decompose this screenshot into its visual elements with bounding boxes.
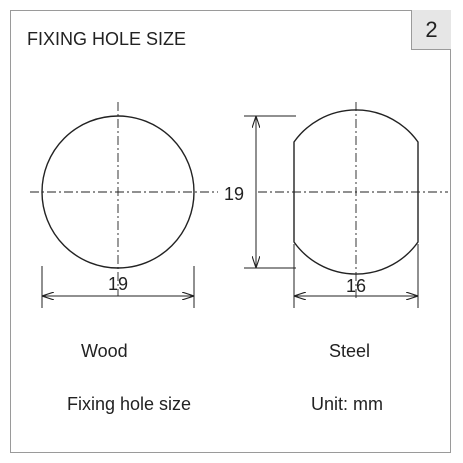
steel-width-dimension-label: 16 — [346, 276, 366, 296]
wood-hole: 19 — [30, 102, 218, 308]
steel-hole: 19 16 — [224, 102, 448, 308]
caption-label: Fixing hole size — [67, 394, 192, 414]
steel-hole-outline — [293, 109, 419, 275]
figure-title: FIXING HOLE SIZE — [27, 29, 187, 49]
steel-label: Steel — [329, 341, 371, 361]
steel-height-dimension-label: 19 — [224, 184, 244, 204]
page-number-badge: 2 — [411, 10, 451, 50]
figure-panel: 2 — [10, 10, 451, 453]
unit-label: Unit: mm — [311, 394, 383, 414]
wood-hole-outline — [41, 115, 195, 269]
wood-dimension-label: 19 — [108, 274, 128, 294]
wood-label: Wood — [81, 341, 128, 361]
